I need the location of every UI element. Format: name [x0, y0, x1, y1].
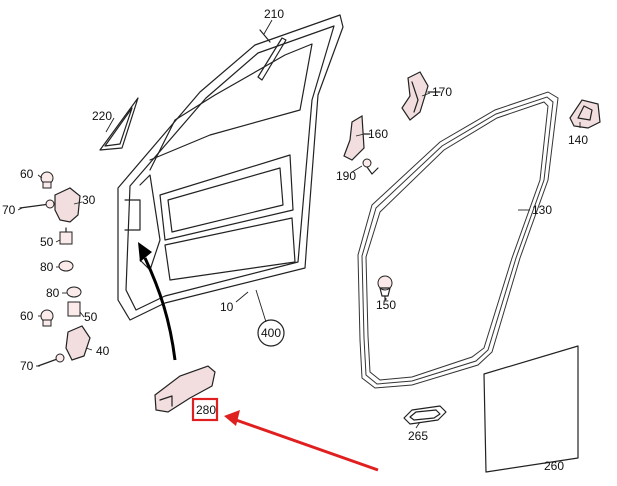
washer-part-80-top — [58, 260, 74, 272]
nut-part-50-top — [59, 227, 73, 245]
bracket-part-160 — [343, 114, 371, 161]
callout-265: 265 — [408, 429, 428, 443]
washer-part-80-bottom — [66, 286, 82, 298]
callout-40: 40 — [96, 344, 110, 358]
door-check-part-30 — [54, 187, 81, 223]
red-arrow — [224, 410, 379, 472]
callout-150: 150 — [376, 298, 396, 312]
clip-part-190 — [362, 158, 379, 175]
callout-170: 170 — [432, 85, 452, 99]
foil-part-260 — [483, 345, 579, 473]
leader-lines — [17, 19, 581, 429]
hinge-lower-part-40 — [65, 325, 91, 361]
callout-50-bottom: 50 — [84, 310, 98, 324]
callout-220: 220 — [92, 109, 112, 123]
plug-part-150 — [377, 275, 393, 301]
callout-140: 140 — [568, 133, 588, 147]
black-arrow — [138, 242, 177, 361]
badge-circle-400 — [257, 319, 285, 347]
callout-70-bottom: 70 — [20, 359, 34, 373]
screw-part-60-top — [40, 171, 54, 189]
window-strip-part-210 — [257, 29, 287, 81]
callout-80-top: 80 — [40, 260, 54, 274]
grommet-part-265 — [403, 405, 447, 425]
triangle-trim-part-220 — [99, 97, 139, 151]
door-seal-part-130 — [357, 91, 559, 389]
hinge-part-170 — [401, 71, 441, 121]
bolt-part-70-bottom — [37, 353, 65, 367]
highlight-box-280 — [191, 397, 219, 422]
nut-part-50-bottom — [67, 301, 81, 317]
callout-210: 210 — [264, 7, 284, 21]
callout-280: 280 — [196, 403, 216, 417]
callout-30: 30 — [82, 193, 96, 207]
duct-part-280 — [154, 365, 216, 413]
callout-50-top: 50 — [40, 235, 54, 249]
callout-130: 130 — [532, 203, 552, 217]
callout-70-top: 70 — [2, 203, 16, 217]
callout-10: 10 — [220, 300, 234, 314]
bolt-part-70-top — [19, 199, 55, 209]
callout-160: 160 — [368, 127, 388, 141]
callout-400: 400 — [261, 326, 281, 340]
door-shell-part-10 — [117, 14, 344, 321]
callout-190: 190 — [336, 169, 356, 183]
callout-260: 260 — [544, 459, 564, 473]
callout-80-bottom: 80 — [46, 286, 60, 300]
callout-60-bottom: 60 — [20, 309, 34, 323]
screw-part-60-bottom — [40, 309, 54, 327]
callout-60-top: 60 — [20, 167, 34, 181]
handle-part-140 — [569, 99, 601, 129]
